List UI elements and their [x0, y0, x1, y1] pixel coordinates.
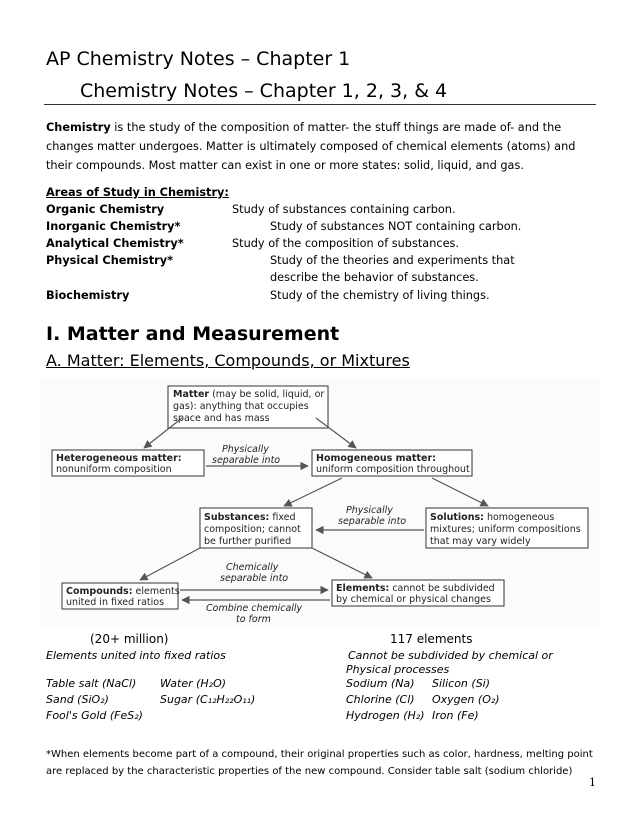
compounds-line2: united in fixed ratios [66, 597, 164, 608]
area-name-inorganic: Inorganic Chemistry* [46, 220, 181, 233]
label-phys1-line1: Physically [222, 444, 269, 455]
area-name-physical: Physical Chemistry* [46, 254, 174, 267]
solutions-line1: homogeneous [484, 512, 554, 523]
svg-text:Compounds: elements: Compounds: elements [66, 586, 180, 597]
label-chem1-line2: separable into [220, 573, 288, 584]
solutions-box: Solutions: homogeneous mixtures; uniform… [425, 507, 589, 549]
arrow-matter-to-homogeneous [315, 417, 357, 449]
elements-line2: by chemical or physical changes [336, 594, 491, 605]
arrow-homogeneous-to-substances [283, 477, 343, 507]
label-chem2-line1: Combine chemically [206, 603, 303, 614]
solutions-term: Solutions: [430, 512, 484, 523]
homogeneous-line2: uniform composition throughout [316, 464, 470, 475]
matter-box: Matter (may be solid, liquid, or gas): a… [167, 385, 329, 429]
matter-classification-diagram: Matter (may be solid, liquid, or gas): a… [40, 378, 600, 626]
section-heading: I. Matter and Measurement [46, 323, 340, 345]
elements-description-2: Physical processes [346, 663, 450, 676]
area-name-biochem: Biochemistry [46, 289, 130, 302]
homogeneous-term: Homogeneous matter: [316, 453, 436, 464]
compound-example-salt: Table salt (NaCl) [46, 677, 137, 690]
elements-box: Elements: cannot be subdivided by chemic… [331, 579, 505, 607]
intro-term: Chemistry [46, 121, 111, 134]
heterogeneous-line2: nonuniform composition [56, 464, 172, 475]
label-phys2-line1: Physically [346, 505, 393, 516]
area-desc-inorganic: Study of substances NOT containing carbo… [270, 220, 522, 233]
area-desc-organic: Study of substances containing carbon. [232, 203, 456, 216]
matter-line2: gas): anything that occupies [173, 401, 309, 412]
compounds-count: (20+ million) [90, 632, 169, 646]
element-example-iron: Iron (Fe) [432, 709, 479, 722]
element-example-silicon: Silicon (Si) [432, 677, 491, 690]
compounds-description: Elements united into fixed ratios [46, 649, 226, 662]
svg-text:Elements: cannot be subdivided: Elements: cannot be subdivided [336, 583, 495, 594]
intro-text: is the study of the composition of matte… [46, 121, 576, 172]
label-phys1-line2: separable into [212, 455, 280, 466]
substances-line1: fixed [269, 512, 295, 523]
solutions-line3: that may vary widely [430, 536, 531, 547]
intro-paragraph: Chemistry is the study of the compositio… [46, 118, 596, 175]
arrow-matter-to-heterogeneous [143, 417, 183, 449]
label-chem1-line1: Chemically [226, 562, 279, 573]
matter-term: Matter [173, 389, 209, 400]
area-desc-physical: Study of the theories and experiments th… [270, 254, 515, 267]
matter-line1: (may be solid, liquid, or [209, 389, 324, 400]
label-phys2-line2: separable into [338, 516, 406, 527]
arrow-substances-to-compounds [139, 547, 201, 581]
compound-example-sand: Sand (SiO₂) [46, 693, 109, 706]
element-example-hydrogen: Hydrogen (H₂) [346, 709, 425, 722]
solutions-line2: mixtures; uniform compositions [430, 524, 581, 535]
element-example-chlorine: Chlorine (Cl) [346, 693, 415, 706]
doc-title: AP Chemistry Notes – Chapter 1 [46, 48, 351, 70]
element-example-sodium: Sodium (Na) [346, 677, 415, 690]
elements-count: 117 elements [390, 632, 473, 646]
compound-example-sugar: Sugar (C₁₂H₂₂O₁₁) [160, 693, 256, 706]
substances-term: Substances: [204, 512, 269, 523]
label-chem2-line2: to form [236, 614, 271, 625]
area-desc-analytical: Study of the composition of substances. [232, 237, 460, 250]
area-desc-biochem: Study of the chemistry of living things. [270, 289, 490, 302]
svg-text:Solutions: homogeneous: Solutions: homogeneous [430, 512, 554, 523]
area-desc-physical-cont: describe the behavior of substances. [270, 271, 479, 284]
arrow-substances-to-elements [311, 547, 373, 579]
svg-text:Matter (may be solid, liquid,: Matter (may be solid, liquid, or [173, 389, 324, 400]
areas-heading: Areas of Study in Chemistry: [46, 186, 229, 199]
header-rule [44, 104, 596, 105]
doc-subtitle: Chemistry Notes – Chapter 1, 2, 3, & 4 [80, 80, 448, 102]
homogeneous-box: Homogeneous matter: uniform composition … [311, 449, 473, 477]
area-name-organic: Organic Chemistry [46, 203, 165, 216]
arrow-homogeneous-to-solutions [431, 477, 489, 507]
matter-line3: space and has mass [173, 413, 270, 424]
elements-term: Elements: [336, 583, 389, 594]
compound-example-water: Water (H₂O) [160, 677, 227, 690]
section-subheading: A. Matter: Elements, Compounds, or Mixtu… [46, 351, 410, 370]
page-number: 1 [589, 776, 596, 789]
elements-description-1: Cannot be subdivided by chemical or [348, 649, 553, 662]
elements-line1: cannot be subdivided [389, 583, 494, 594]
substances-line2: composition; cannot [204, 524, 301, 535]
compounds-line1: elements [133, 586, 180, 597]
heterogeneous-box: Heterogeneous matter: nonuniform composi… [51, 449, 205, 477]
svg-text:Substances: fixed: Substances: fixed [204, 512, 296, 523]
footnote: *When elements become part of a compound… [46, 749, 593, 777]
element-example-oxygen: Oxygen (O₂) [432, 693, 500, 706]
heterogeneous-term: Heterogeneous matter: [56, 453, 182, 464]
compound-example-pyrite: Fool's Gold (FeS₂) [46, 709, 143, 722]
compounds-box: Compounds: elements united in fixed rati… [61, 582, 180, 610]
substances-line3: be further purified [204, 536, 291, 547]
substances-box: Substances: fixed composition; cannot be… [199, 507, 313, 549]
area-name-analytical: Analytical Chemistry* [46, 237, 184, 250]
compounds-term: Compounds: [66, 586, 133, 597]
